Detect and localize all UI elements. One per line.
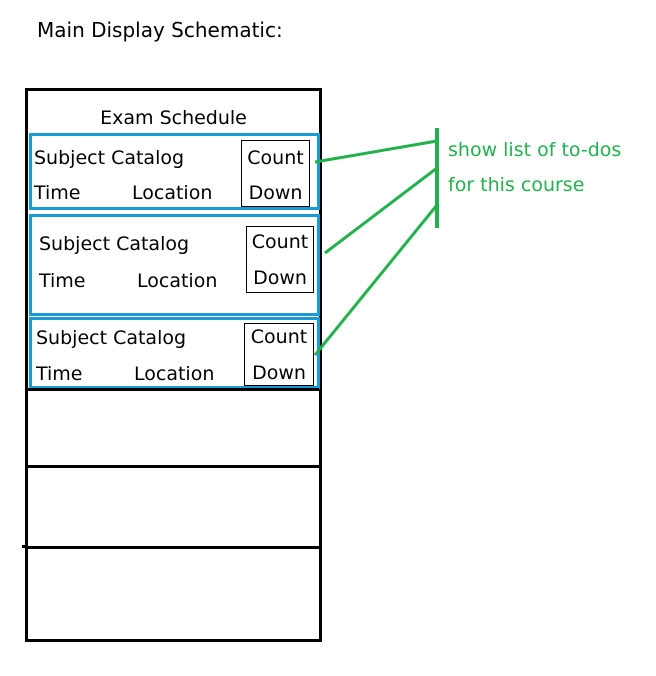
divider-stub bbox=[22, 545, 28, 548]
countdown-box: Count Down bbox=[244, 323, 314, 386]
countdown-line-2: Down bbox=[248, 182, 303, 204]
exam-card-2[interactable]: Subject Catalog Time Location Count Down bbox=[29, 214, 320, 316]
row-divider bbox=[28, 465, 319, 468]
countdown-line-1: Count bbox=[251, 231, 309, 253]
exam-card-3[interactable]: Subject Catalog Time Location Count Down bbox=[29, 317, 320, 389]
countdown-box: Count Down bbox=[246, 226, 314, 293]
exam-schedule-header: Exam Schedule bbox=[100, 107, 247, 129]
main-display-frame: Exam Schedule Subject Catalog Time Locat… bbox=[25, 88, 322, 642]
annotation-text-line-1: show list of to-dos bbox=[448, 139, 622, 161]
connector-line-2 bbox=[324, 166, 438, 255]
subject-catalog-label: Subject Catalog bbox=[34, 147, 185, 169]
time-label: Time bbox=[34, 182, 81, 204]
connector-line-3 bbox=[313, 204, 439, 356]
page-title: Main Display Schematic: bbox=[37, 18, 283, 42]
row-divider bbox=[28, 546, 319, 549]
countdown-box: Count Down bbox=[241, 140, 310, 207]
time-label: Time bbox=[36, 363, 83, 385]
countdown-line-2: Down bbox=[252, 362, 306, 384]
countdown-line-1: Count bbox=[250, 326, 308, 348]
subject-catalog-label: Subject Catalog bbox=[36, 327, 187, 349]
row-divider bbox=[28, 388, 319, 391]
location-label: Location bbox=[137, 270, 218, 292]
countdown-line-1: Count bbox=[247, 147, 304, 169]
time-label: Time bbox=[39, 270, 86, 292]
location-label: Location bbox=[134, 363, 215, 385]
location-label: Location bbox=[132, 182, 213, 204]
annotation-text-line-2: for this course bbox=[448, 174, 585, 196]
countdown-line-2: Down bbox=[253, 267, 307, 289]
connector-line-1 bbox=[314, 139, 438, 164]
subject-catalog-label: Subject Catalog bbox=[39, 233, 190, 255]
exam-card-1[interactable]: Subject Catalog Time Location Count Down bbox=[29, 133, 320, 210]
